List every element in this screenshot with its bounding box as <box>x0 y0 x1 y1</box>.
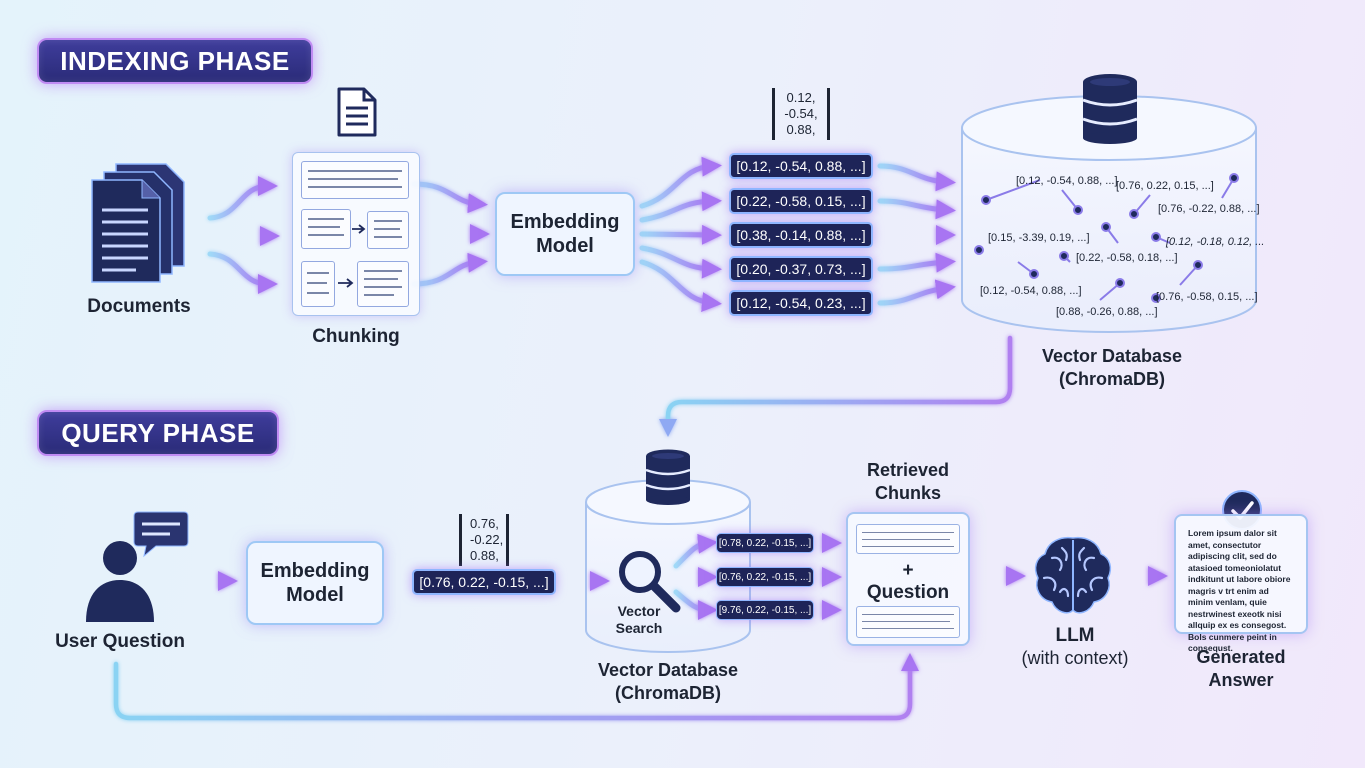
retrieved-chunks-box: + Question <box>846 512 970 646</box>
search-icon <box>619 551 681 613</box>
chunk-block-2b <box>367 211 409 249</box>
vector-pill-5: [0.12, -0.54, 0.23, ...] <box>729 290 873 316</box>
embedding-query-line1: Embedding <box>260 560 370 582</box>
vector-note-indexing: 0.12, -0.54, 0.88, <box>772 88 830 140</box>
db-point-label-2: [0.76, 0.22, 0.15, ...] <box>1116 180 1214 192</box>
documents-label: Documents <box>87 296 191 317</box>
embedding-label-line1: Embedding <box>510 211 620 233</box>
indexing-phase-badge: INDEXING PHASE <box>37 38 313 84</box>
db-point-label-6: [0.22, -0.58, 0.18, ...] <box>1076 252 1178 264</box>
chunking-label: Chunking <box>312 326 400 347</box>
db-point-label-8: [0.76, -0.58, 0.15, ...] <box>1156 291 1258 303</box>
retrieved-chunks-label: Retrieved Chunks <box>866 460 950 503</box>
embedding-label-line2: Model <box>536 235 594 257</box>
brain-icon <box>1034 536 1112 614</box>
db-point-label-9: [0.88, -0.26, 0.88, ...] <box>1056 306 1158 318</box>
llm-label-group: LLM (with context) <box>1000 624 1150 670</box>
loop-question-to-context <box>113 653 919 721</box>
user-icon <box>86 511 189 622</box>
vector-pill-1: [0.12, -0.54, 0.88, ...] <box>729 153 873 179</box>
arrows-query-row <box>157 533 1168 620</box>
chunk-block-3a <box>301 261 335 307</box>
db-point-label-7: [0.12, -0.54, 0.88, ...] <box>980 285 1082 297</box>
database-icon <box>645 449 691 505</box>
plus-sign: + <box>902 560 914 581</box>
retrieved-chunk-2 <box>856 606 960 638</box>
vector-pill-2: [0.22, -0.58, 0.15, ...] <box>729 188 873 214</box>
arrows-vectors-to-db <box>877 163 956 306</box>
chunk-block-1 <box>301 161 409 199</box>
indexing-phase-title: INDEXING PHASE <box>60 45 290 76</box>
llm-label: LLM <box>1055 625 1095 646</box>
chunk-document <box>292 152 420 316</box>
generated-answer-label: Generated Answer <box>1196 647 1286 690</box>
chunk-block-2a <box>301 209 351 249</box>
vector-db-label-query: Vector Database (ChromaDB) <box>597 660 739 703</box>
db-point-label-3: [0.76, -0.22, 0.88, ...] <box>1158 203 1260 215</box>
llm-sublabel: (with context) <box>1021 648 1129 668</box>
embedding-model-indexing: Embedding Model <box>495 192 635 276</box>
arrows-chunks-to-embedding <box>411 181 490 287</box>
vector-pill-4: [0.20, -0.37, 0.73, ...] <box>729 256 873 282</box>
result-pill-1: [0.78, 0.22, -0.15, ...] <box>716 533 814 553</box>
db-scatter <box>974 173 1239 303</box>
generated-answer-box: Lorem ipsum dalor sit amet, consectutor … <box>1174 514 1308 653</box>
query-phase-title: QUERY PHASE <box>61 417 255 448</box>
vector-db-label-indexing: Vector Database (ChromaDB) <box>1041 346 1183 389</box>
embedding-model-query: Embedding Model <box>246 541 384 625</box>
query-phase-badge: QUERY PHASE <box>37 410 279 456</box>
loop-db-to-query <box>659 335 1013 437</box>
chunk-block-3b <box>357 261 409 307</box>
arrows-docs-to-chunks <box>207 176 280 294</box>
vector-pill-3: [0.38, -0.14, 0.88, ...] <box>729 222 873 248</box>
db-point-label-5: [0.12, -0.18, 0.12, ... <box>1166 236 1265 248</box>
arrow-right-icon <box>338 278 354 288</box>
vector-note-query: 0.76, -0.22, 0.88, <box>459 514 509 566</box>
retrieved-chunk-1 <box>856 524 960 554</box>
database-icon <box>1082 74 1138 144</box>
document-icon <box>337 87 377 137</box>
question-label: Question <box>866 582 950 603</box>
query-vector-pill: [0.76, 0.22, -0.15, ...] <box>412 569 556 595</box>
embedding-query-line2: Model <box>286 584 344 606</box>
vector-search-label: Vector Search <box>615 603 663 636</box>
documents-icon <box>91 163 185 283</box>
result-pill-3: [9.76, 0.22, -0.15, ...] <box>716 600 814 620</box>
arrows-embedding-to-vectors <box>639 156 722 313</box>
user-question-label: User Question <box>55 631 185 652</box>
db-point-label-1: [0.12, -0.54, 0.88, ...] <box>1016 175 1118 187</box>
result-pill-2: [0.76, 0.22, -0.15, ...] <box>716 567 814 587</box>
answer-text: Lorem ipsum dalor sit amet, consectutor … <box>1188 528 1291 653</box>
db-point-label-4: [0.15, -3.39, 0.19, ...] <box>988 232 1090 244</box>
arrow-right-icon <box>352 224 366 234</box>
